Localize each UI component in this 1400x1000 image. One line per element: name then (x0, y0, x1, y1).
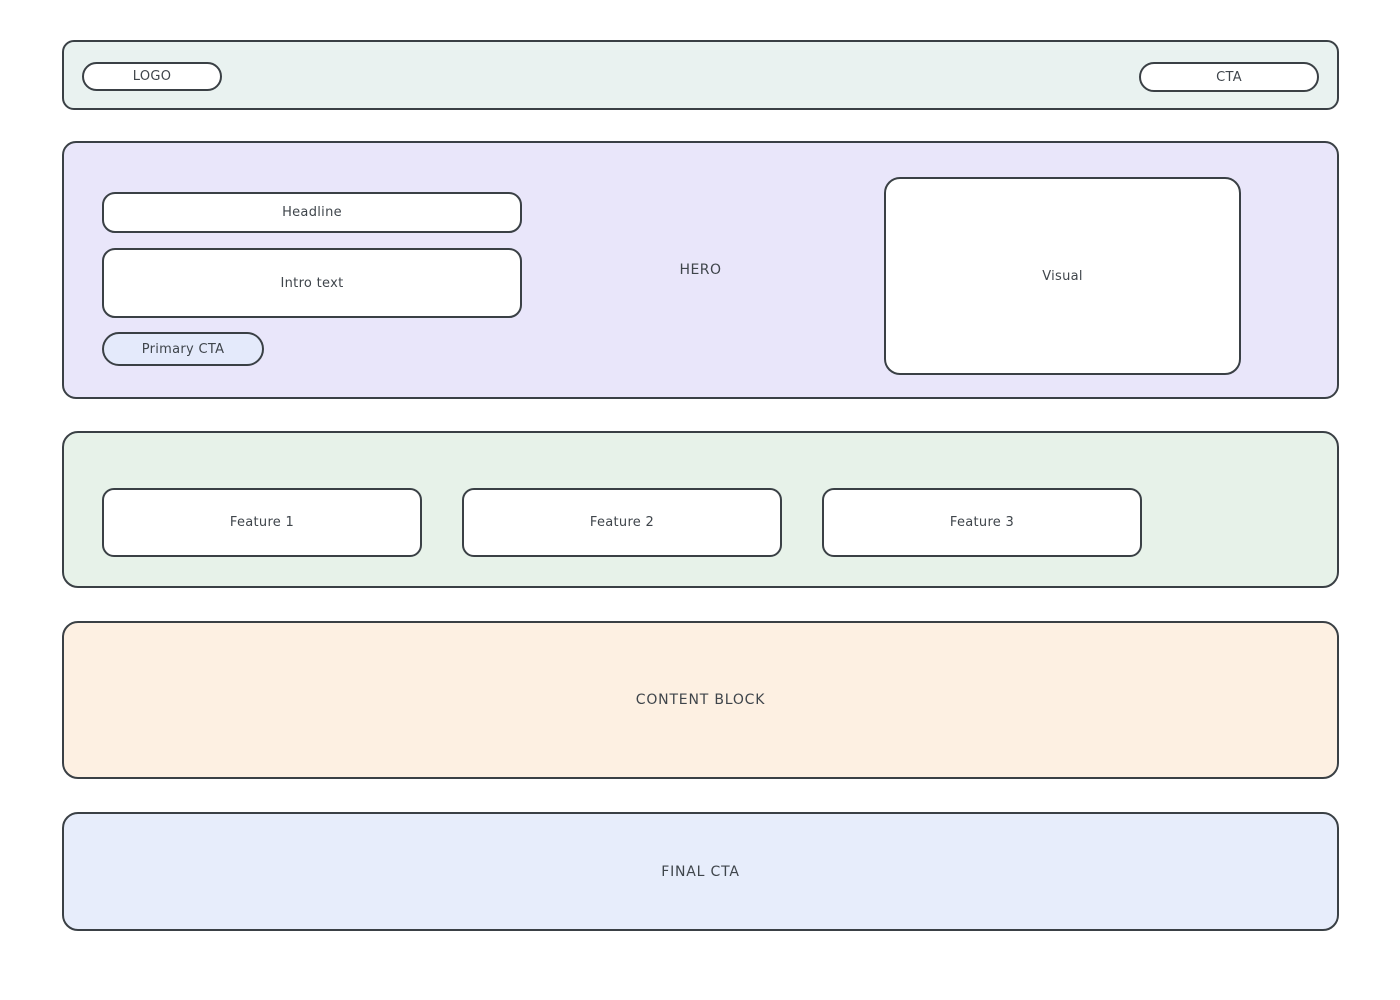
content-block-label: CONTENT BLOCK (635, 692, 766, 708)
feature-1-label: Feature 1 (229, 515, 295, 530)
logo-label: LOGO (132, 69, 172, 84)
feature-3-label: Feature 3 (949, 515, 1015, 530)
final-cta-section[interactable]: FINAL CTA (62, 812, 1339, 931)
topbar-section: LOGO CTA (62, 40, 1339, 110)
headline-placeholder: Headline (102, 192, 522, 233)
hero-visual-label: Visual (1042, 268, 1083, 284)
intro-text-placeholder: Intro text (102, 248, 522, 318)
primary-cta-button[interactable]: Primary CTA (102, 332, 264, 366)
final-cta-label: FINAL CTA (661, 863, 740, 880)
primary-cta-label: Primary CTA (141, 341, 225, 357)
feature-card-2: Feature 2 (462, 488, 782, 557)
content-block-section: CONTENT BLOCK (62, 621, 1339, 779)
headline-label: Headline (282, 205, 342, 220)
feature-card-1: Feature 1 (102, 488, 422, 557)
hero-visual-placeholder: Visual (884, 177, 1241, 375)
feature-2-label: Feature 2 (589, 515, 655, 530)
intro-text-label: Intro text (280, 275, 344, 291)
header-cta-label: CTA (1216, 69, 1242, 85)
logo-button[interactable]: LOGO (82, 62, 222, 91)
feature-card-3: Feature 3 (822, 488, 1142, 557)
header-cta-button[interactable]: CTA (1139, 62, 1319, 92)
hero-section: HERO Headline Intro text Primary CTA Vis… (62, 141, 1339, 399)
features-section: Feature 1 Feature 2 Feature 3 (62, 431, 1339, 588)
